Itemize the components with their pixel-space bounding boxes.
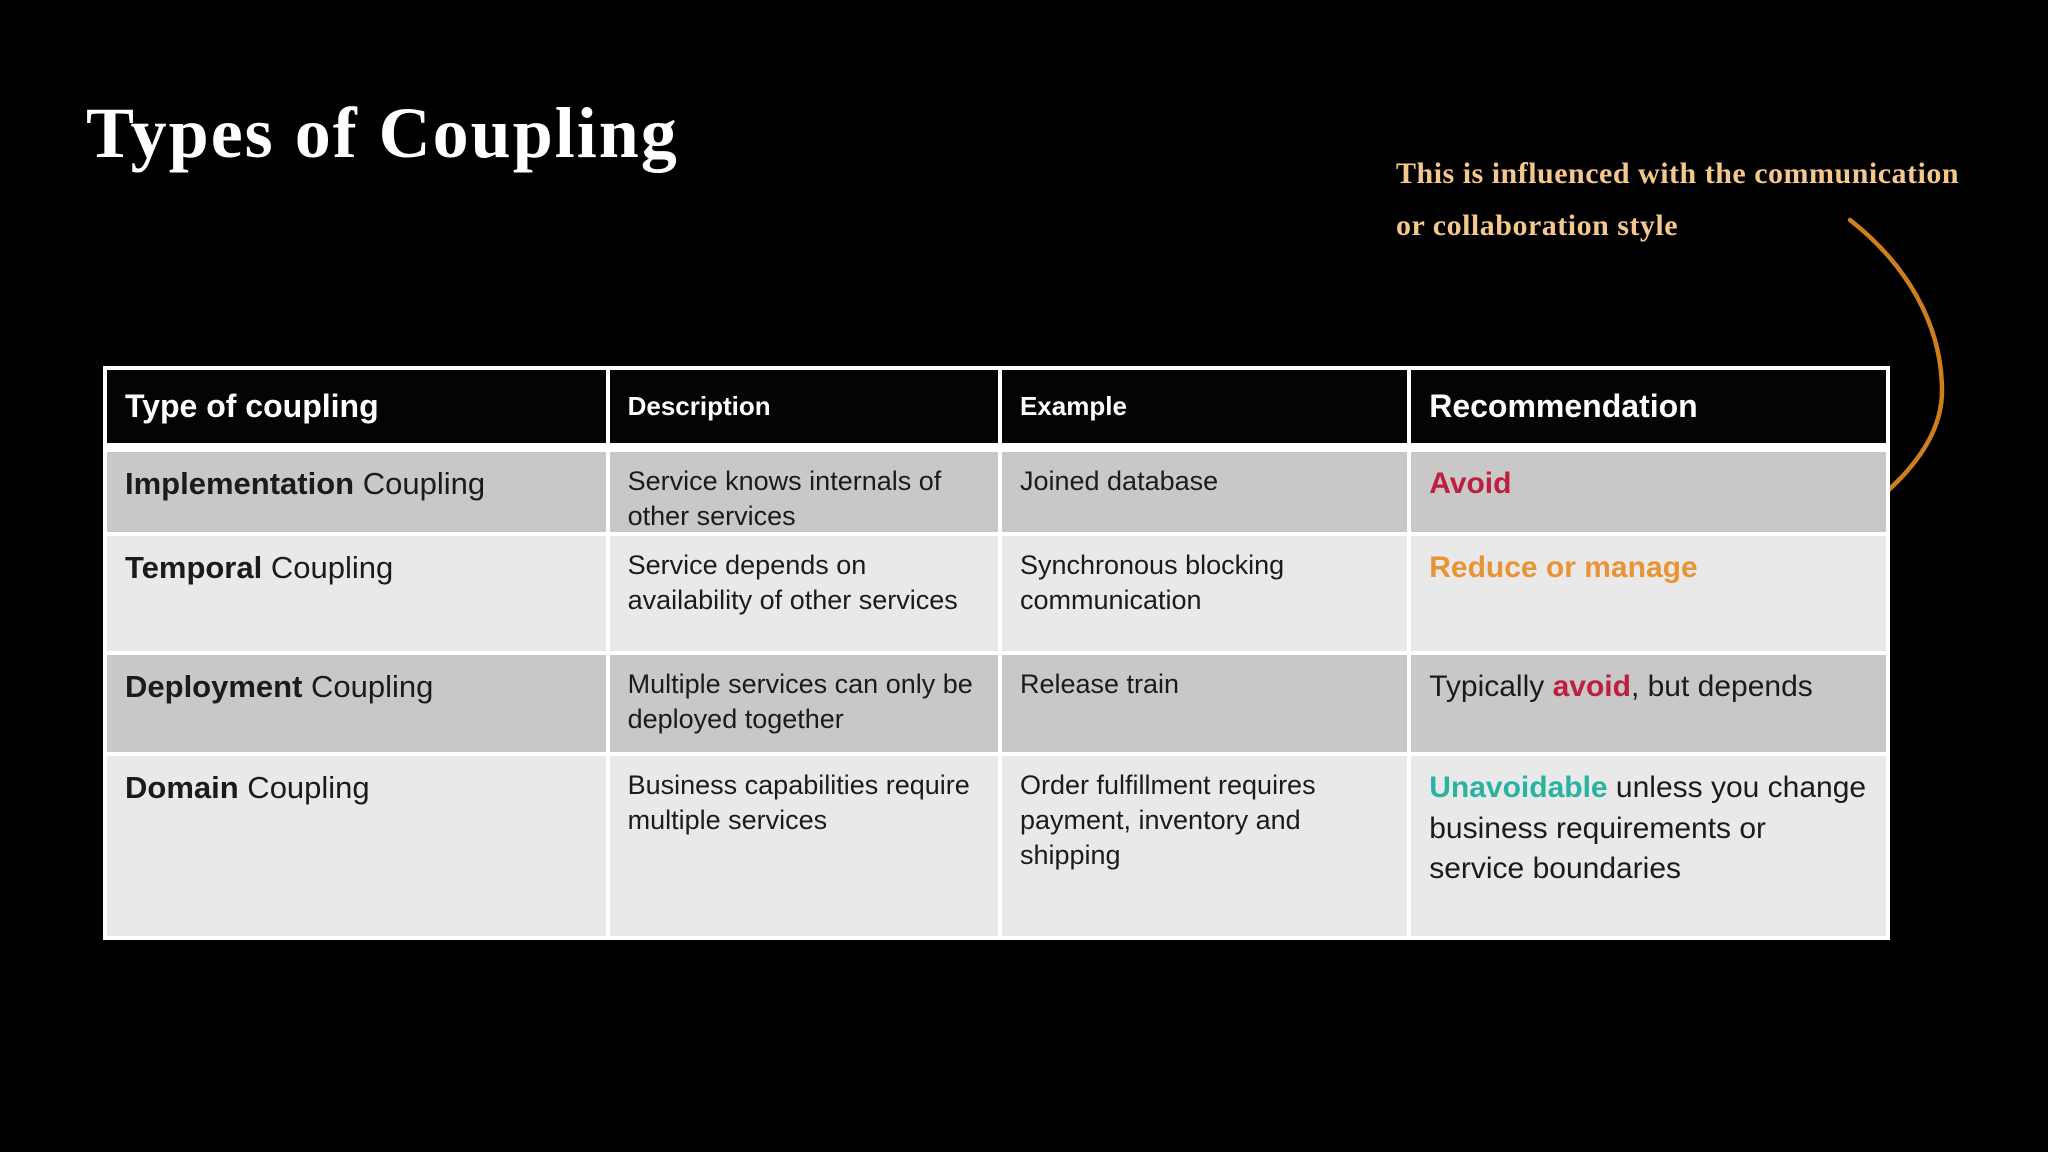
cell-recommendation-deployment: Typically avoid, but depends bbox=[1411, 655, 1886, 752]
description-text: Service knows internals of other service… bbox=[627, 466, 942, 532]
cell-description-deployment: Multiple services can only be deployed t… bbox=[609, 655, 998, 752]
column-header-description-label: Description bbox=[627, 391, 771, 421]
cell-example-temporal: Synchronous blocking communication bbox=[1001, 536, 1408, 651]
slide-title: Types of Coupling bbox=[86, 93, 679, 173]
column-header-type: Type of coupling bbox=[107, 370, 606, 443]
cell-type-domain: Domain Coupling bbox=[107, 756, 606, 936]
cell-type-implementation: Implementation Coupling bbox=[107, 452, 606, 532]
cell-recommendation-temporal: Reduce or manage bbox=[1411, 536, 1886, 651]
recommendation-post: unless you change business requirements … bbox=[1429, 771, 1867, 885]
column-header-description: Description bbox=[609, 370, 998, 443]
coupling-type-bold: Deployment bbox=[125, 669, 303, 704]
description-text: Multiple services can only be deployed t… bbox=[627, 669, 973, 735]
annotation-line-2: or collaboration style bbox=[1396, 209, 1679, 242]
column-header-recommendation: Recommendation bbox=[1411, 370, 1886, 443]
example-text: Synchronous blocking communication bbox=[1019, 550, 1285, 616]
coupling-type-rest: Coupling bbox=[262, 550, 394, 585]
cell-example-implementation: Joined database bbox=[1001, 452, 1408, 532]
coupling-type-rest: Coupling bbox=[302, 669, 434, 704]
recommendation-highlight: avoid bbox=[1552, 670, 1631, 703]
coupling-type-bold: Temporal bbox=[125, 550, 263, 585]
description-text: Service depends on availability of other… bbox=[627, 550, 958, 616]
cell-example-deployment: Release train bbox=[1001, 655, 1408, 752]
cell-description-temporal: Service depends on availability of other… bbox=[609, 536, 998, 651]
cell-description-domain: Business capabilities require multiple s… bbox=[609, 756, 998, 936]
recommendation-pre: Typically bbox=[1429, 670, 1553, 703]
cell-recommendation-implementation: Avoid bbox=[1411, 452, 1886, 532]
column-header-example-label: Example bbox=[1019, 391, 1127, 421]
coupling-type-rest: Coupling bbox=[354, 466, 486, 501]
column-header-example: Example bbox=[1001, 370, 1408, 443]
recommendation-highlight: Reduce or manage bbox=[1429, 551, 1698, 584]
cell-description-implementation: Service knows internals of other service… bbox=[609, 452, 998, 532]
recommendation-highlight: Avoid bbox=[1429, 467, 1512, 500]
column-header-recommendation-label: Recommendation bbox=[1429, 388, 1698, 424]
cell-type-deployment: Deployment Coupling bbox=[107, 655, 606, 752]
example-text: Release train bbox=[1019, 669, 1180, 699]
cell-type-temporal: Temporal Coupling bbox=[107, 536, 606, 651]
annotation-note: This is influenced with the communicatio… bbox=[1396, 148, 1976, 252]
coupling-table: Type of coupling Description Example Rec… bbox=[103, 366, 1890, 940]
coupling-type-bold: Domain bbox=[125, 770, 239, 805]
cell-recommendation-domain: Unavoidable unless you change business r… bbox=[1411, 756, 1886, 936]
annotation-line-1: This is influenced with the communicatio… bbox=[1396, 157, 1960, 190]
column-header-type-label: Type of coupling bbox=[125, 388, 379, 424]
coupling-type-rest: Coupling bbox=[238, 770, 370, 805]
example-text: Order fulfillment requires payment, inve… bbox=[1019, 770, 1316, 871]
coupling-type-bold: Implementation bbox=[125, 466, 355, 501]
example-text: Joined database bbox=[1019, 466, 1219, 496]
recommendation-post: , but depends bbox=[1630, 670, 1813, 703]
recommendation-highlight: Unavoidable bbox=[1429, 771, 1608, 804]
cell-example-domain: Order fulfillment requires payment, inve… bbox=[1001, 756, 1408, 936]
description-text: Business capabilities require multiple s… bbox=[627, 770, 970, 836]
